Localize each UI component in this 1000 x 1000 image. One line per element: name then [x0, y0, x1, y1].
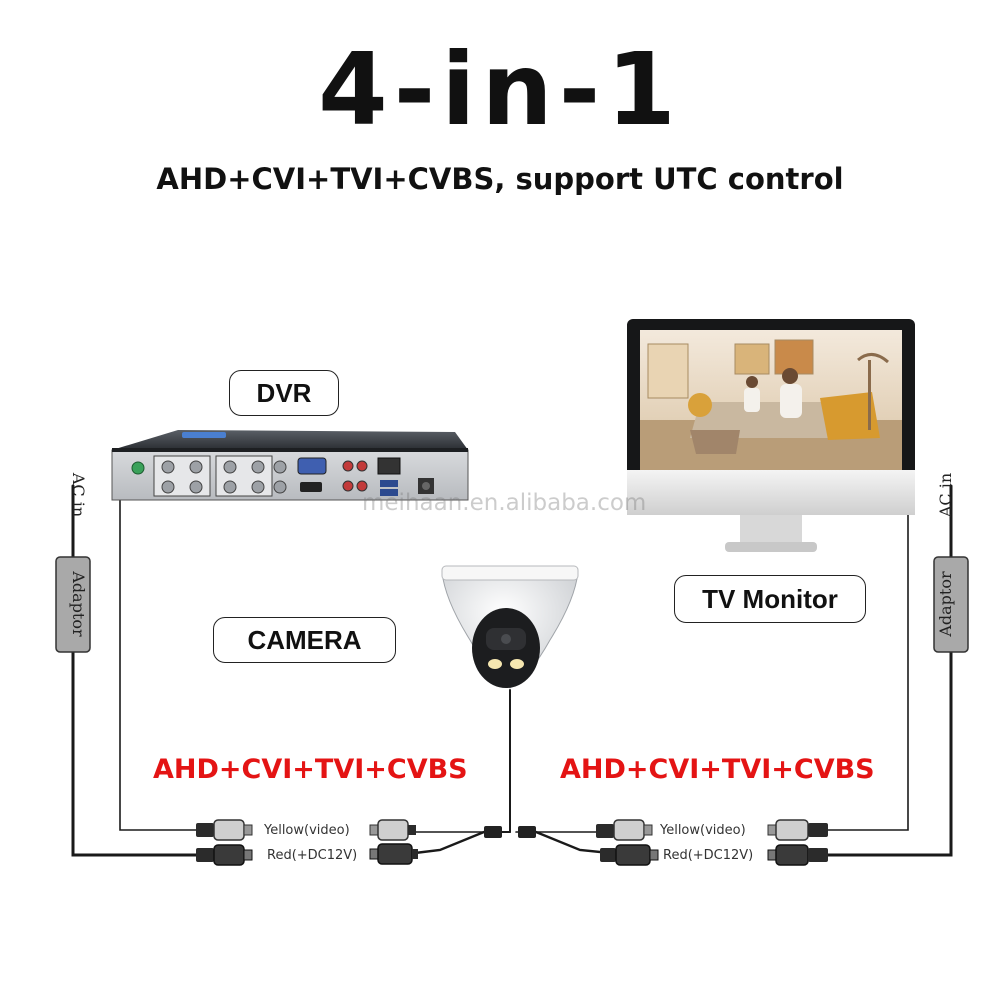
- watermark: meihaan.en.alibaba.com: [362, 490, 647, 516]
- connector-right-yellow-monitor: [767, 819, 828, 841]
- connector-left-red-label: Red(+DC12V): [267, 848, 358, 863]
- ac-in-left-label: AC in: [69, 472, 88, 517]
- connector-right-yellow-label: Yellow(video): [660, 823, 746, 838]
- signal-label-left: AHD+CVI+TVI+CVBS: [153, 754, 468, 785]
- page-subtitle: AHD+CVI+TVI+CVBS, support UTC control: [156, 162, 844, 196]
- dvr-label: DVR: [229, 370, 339, 416]
- connector-right-red-camera: [600, 844, 659, 866]
- ac-in-right-label: AC in: [936, 473, 955, 518]
- dvr-device: [111, 430, 469, 501]
- adaptor-right: Adaptor: [933, 556, 969, 653]
- camera-label: CAMERA: [213, 617, 396, 663]
- connector-right-yellow-camera: [596, 819, 653, 841]
- tv-monitor-device: [627, 319, 915, 552]
- adaptor-left-label: Adaptor: [69, 570, 88, 637]
- splitter-junction-left: [484, 826, 502, 838]
- connector-left-yellow-label: Yellow(video): [264, 823, 350, 838]
- tv-monitor-label: TV Monitor: [674, 575, 866, 623]
- signal-label-right: AHD+CVI+TVI+CVBS: [560, 754, 875, 785]
- connector-right-red-label: Red(+DC12V): [663, 848, 754, 863]
- adaptor-left: Adaptor: [55, 556, 91, 653]
- connector-left-red-dvr: [196, 844, 253, 866]
- connector-left-yellow-camera: [369, 819, 416, 841]
- connector-right-red-monitor: [767, 844, 828, 866]
- splitter-junction-right: [518, 826, 536, 838]
- connector-left-yellow-dvr: [196, 819, 253, 841]
- page-title: 4-in-1: [318, 31, 682, 148]
- adaptor-right-label: Adaptor: [936, 571, 955, 638]
- dome-camera-device: [441, 565, 579, 689]
- connector-left-red-camera: [369, 843, 418, 865]
